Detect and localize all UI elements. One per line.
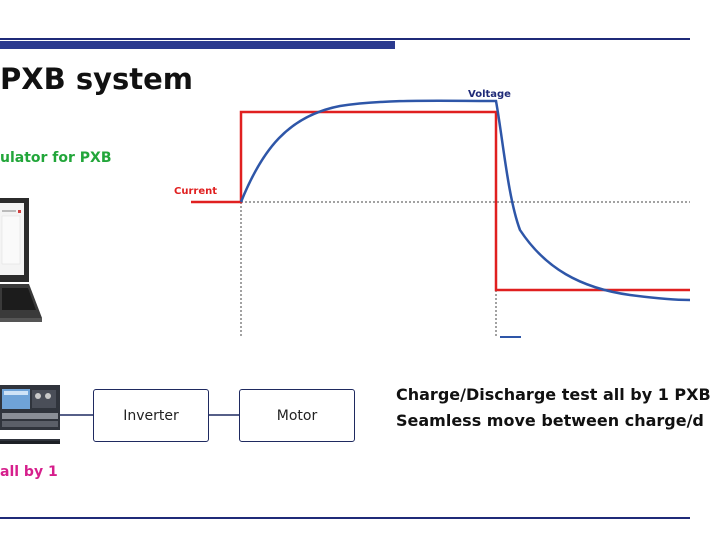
feature-line-seamless-move: Seamless move between charge/d <box>396 411 704 430</box>
voltage-trace <box>239 99 691 302</box>
feature-line-charge-discharge: Charge/Discharge test all by 1 PXB <box>396 385 711 404</box>
inverter-block: Inverter <box>93 389 209 442</box>
inverter-label: Inverter <box>123 407 179 424</box>
page-title: PXB system <box>0 62 193 96</box>
current-trace <box>191 110 690 292</box>
header-rule <box>0 38 690 40</box>
footer-rule <box>0 517 690 519</box>
motor-block: Motor <box>239 389 355 442</box>
voltage-label: Voltage <box>468 89 511 100</box>
motor-label: Motor <box>276 407 318 424</box>
combined-label: all by 1 <box>0 464 58 480</box>
waveform-graph: Current Voltage <box>174 89 691 338</box>
simulator-label: ulator for PXB <box>0 150 112 166</box>
header-accent-bar <box>0 41 395 49</box>
current-label: Current <box>174 186 217 197</box>
power-supply-icon <box>0 385 62 444</box>
diagram-canvas: Current Voltage <box>0 89 691 444</box>
laptop-icon <box>0 198 42 322</box>
